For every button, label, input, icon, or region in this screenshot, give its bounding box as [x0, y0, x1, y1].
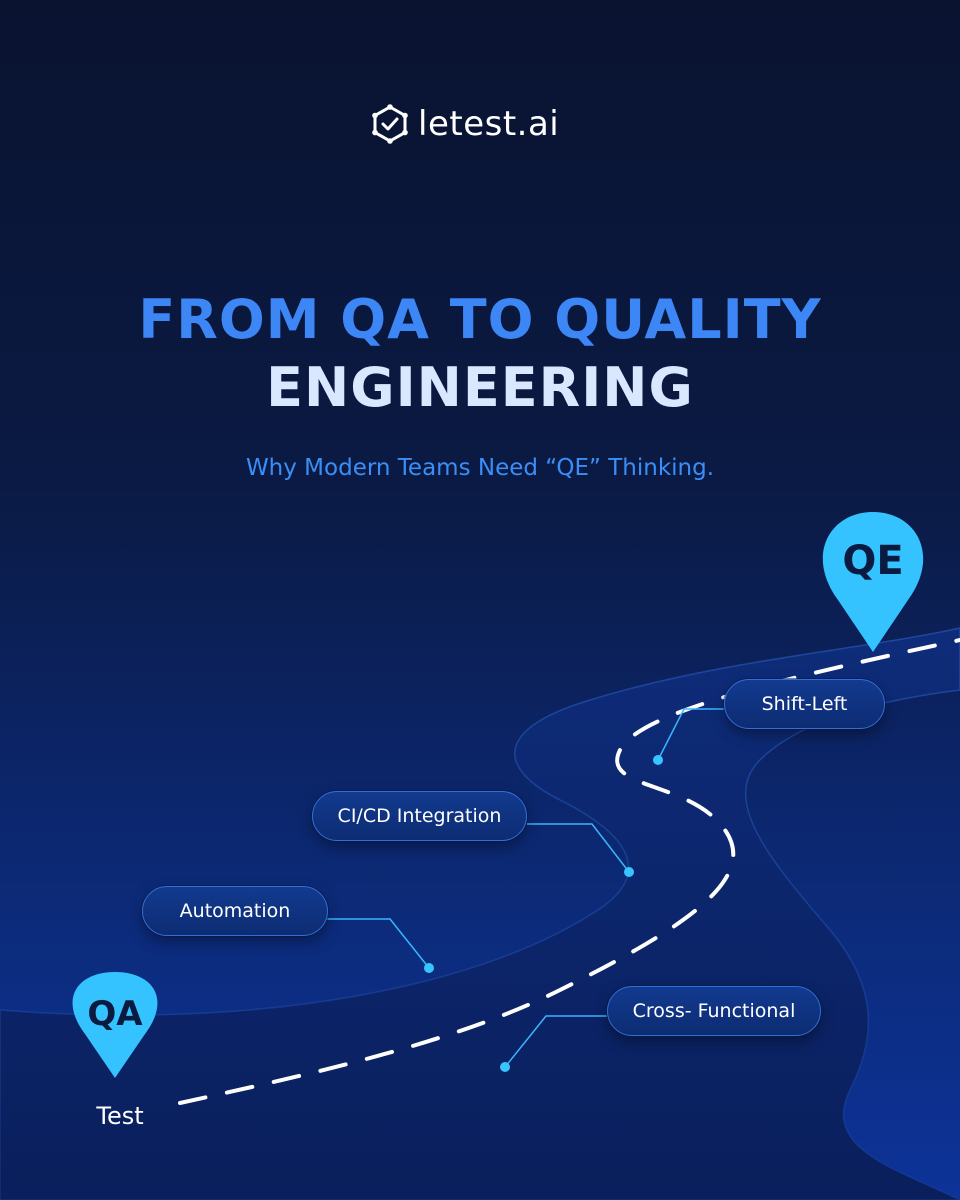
marker-ci-cd: [624, 867, 634, 877]
qa-pin-caption: Test: [96, 1102, 144, 1130]
qe-map-pin-icon: [822, 512, 924, 652]
connector-shift-left: [657, 708, 724, 761]
brand-logo: letest.ai: [370, 100, 559, 148]
milestone-cross-functional: Cross- Functional: [607, 986, 821, 1036]
letest-logo-icon: [372, 104, 408, 144]
marker-cross-functional: [500, 1062, 510, 1072]
qe-pin-label: QE: [842, 538, 904, 584]
connector-automation: [327, 918, 430, 969]
headline-line-2: ENGINEERING: [266, 356, 694, 419]
road-center-line: [178, 638, 960, 1105]
qa-pin-label: QA: [87, 994, 143, 1034]
marker-shift-left: [653, 755, 663, 765]
brand-name: letest.ai: [418, 104, 560, 144]
milestone-ci-cd-integration: CI/CD Integration: [312, 791, 527, 841]
marker-automation: [424, 963, 434, 973]
headline-line-1: FROM QA TO QUALITY: [138, 288, 822, 351]
milestone-automation: Automation: [142, 886, 328, 936]
milestone-shift-left: Shift-Left: [724, 679, 885, 729]
connector-cross-functional: [504, 1015, 607, 1068]
connector-ci-cd: [527, 823, 630, 873]
qa-map-pin-icon: [72, 972, 158, 1078]
subtitle: Why Modern Teams Need “QE” Thinking.: [245, 455, 715, 481]
